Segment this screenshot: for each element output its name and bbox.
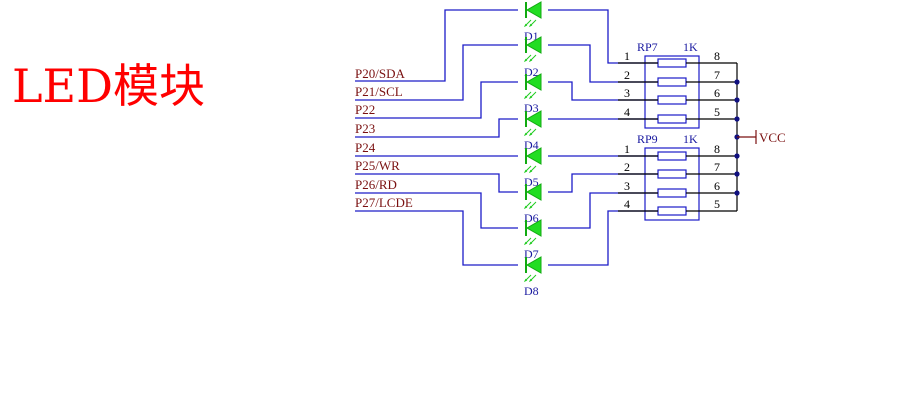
junction-dot: [734, 153, 740, 159]
led-ref-d8: D8: [524, 284, 539, 298]
led-ref-d2: D2: [524, 65, 539, 79]
wire-p21-d2: [355, 44, 518, 101]
rp7-pin-5: 5: [714, 105, 720, 119]
led-ref-d3: D3: [524, 101, 539, 115]
net-label-p23: P23: [355, 121, 375, 136]
rp9-pin-7: 7: [714, 160, 720, 174]
rp7-value: 1K: [683, 40, 698, 54]
led-ref-d1: D1: [524, 29, 539, 43]
page-title: LED模块: [12, 59, 205, 113]
junction-dot: [734, 190, 740, 196]
wire-d1-rp7-1: [548, 9, 658, 64]
wire-p27-d8: [355, 210, 518, 266]
junction-dot: [734, 116, 740, 122]
rp9-pin-1: 1: [624, 142, 630, 156]
led-ref-d6: D6: [524, 211, 539, 225]
net-label-p22: P22: [355, 102, 375, 117]
wire-p25-d6: [355, 173, 518, 193]
net-label-p21: P21/SCL: [355, 84, 403, 99]
rp7-element-3: [657, 95, 687, 105]
led-d1: D1: [523, 1, 542, 43]
rp7-ref: RP7: [637, 40, 658, 54]
rp9-element-3: [657, 188, 687, 198]
led-d4: D4: [523, 110, 542, 152]
rp9-pin-6: 6: [714, 179, 720, 193]
resistor-pack-rp9: RP9 1K 1 2 3 4 8 7 6 5: [618, 132, 737, 221]
led-ref-d4: D4: [524, 138, 539, 152]
rp9-element-2: [657, 169, 687, 179]
rp7-pin-6: 6: [714, 86, 720, 100]
junction-dot: [734, 97, 740, 103]
net-label-p25: P25/WR: [355, 158, 400, 173]
rp9-pin-8: 8: [714, 142, 720, 156]
rp9-pin-4: 4: [624, 197, 630, 211]
rp9-pin-2: 2: [624, 160, 630, 174]
net-label-p27: P27/LCDE: [355, 195, 413, 210]
rp7-pin-3: 3: [624, 86, 630, 100]
led-array: D1 D2 D3 D4 D5: [523, 1, 542, 298]
rp7-element-4: [657, 114, 687, 124]
rp7-pin-7: 7: [714, 68, 720, 82]
rp9-value: 1K: [683, 132, 698, 146]
led-d6: D6: [523, 183, 542, 225]
led-d3: D3: [523, 73, 542, 115]
rp9-ref: RP9: [637, 132, 658, 146]
rp7-element-2: [657, 77, 687, 87]
rp7-pin-8: 8: [714, 49, 720, 63]
rp9-element-4: [657, 206, 687, 216]
wire-d6-rp9-2: [548, 173, 658, 193]
net-label-p24: P24: [355, 140, 376, 155]
wire-p23-d4: [355, 118, 518, 138]
wire-p26-d7: [355, 192, 518, 229]
led-ref-d5: D5: [524, 175, 539, 189]
vcc-label: VCC: [759, 130, 786, 145]
wire-d3-rp7-3: [548, 81, 658, 101]
rp7-pin-4: 4: [624, 105, 630, 119]
net-label-p20: P20/SDA: [355, 66, 405, 81]
rp9-pin-5: 5: [714, 197, 720, 211]
rp7-pin-2: 2: [624, 68, 630, 82]
vcc-bus: VCC: [734, 63, 786, 211]
rp7-body: [644, 55, 700, 129]
led-d8: D8: [523, 256, 542, 298]
led-d2: D2: [523, 36, 542, 79]
rp9-element-1: [657, 151, 687, 161]
junction-dot: [734, 79, 740, 85]
wire-p20-d1: [355, 9, 518, 82]
junction-dot: [734, 171, 740, 177]
led-d5: D5: [523, 147, 542, 189]
rp9-body: [644, 147, 700, 221]
rp7-element-1: [657, 58, 687, 68]
net-label-p26: P26/RD: [355, 177, 397, 192]
wire-p22-d3: [355, 81, 518, 119]
wires-left: [355, 9, 518, 266]
rp7-pin-1: 1: [624, 49, 630, 63]
led-ref-d7: D7: [524, 247, 539, 261]
rp9-pin-3: 3: [624, 179, 630, 193]
led-d7: D7: [523, 219, 542, 261]
resistor-pack-rp7: RP7 1K 1 2 3 4 8 7 6 5: [618, 40, 737, 129]
net-labels: P20/SDA P21/SCL P22 P23 P24 P25/WR P26/R…: [355, 66, 413, 210]
wire-d8-rp9-4: [548, 210, 658, 266]
